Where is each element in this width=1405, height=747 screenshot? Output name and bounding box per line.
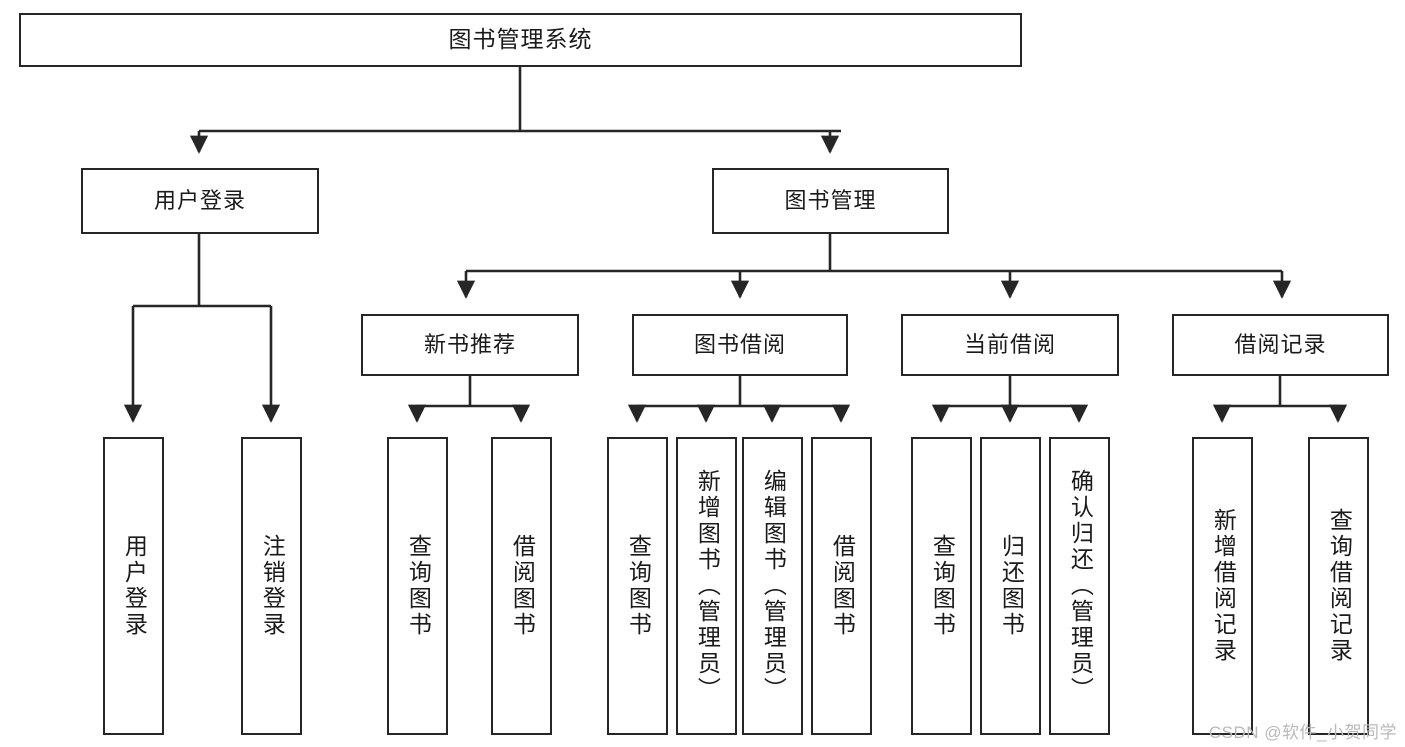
leaf-query-borrow-record[interactable]: 查询借阅记录 — [1308, 437, 1369, 735]
node-new-book-recommend[interactable]: 新书推荐 — [361, 314, 579, 376]
node-label: 注销登录 — [259, 534, 286, 638]
node-label: 查询图书 — [625, 534, 652, 638]
node-book-management[interactable]: 图书管理 — [712, 168, 949, 234]
node-user-login[interactable]: 用户登录 — [81, 168, 319, 234]
node-label: 借阅记录 — [1234, 331, 1327, 357]
node-label: 新书推荐 — [423, 331, 516, 357]
leaf-logout-login[interactable]: 注销登录 — [241, 437, 302, 735]
node-label: 查询借阅记录 — [1326, 508, 1353, 664]
leaf-add-borrow-record[interactable]: 新增借阅记录 — [1192, 437, 1253, 735]
leaf-edit-book-admin[interactable]: 编辑图书（管理员） — [742, 437, 803, 735]
node-label: 借阅图书 — [509, 534, 536, 638]
leaf-query-book-3[interactable]: 查询图书 — [911, 437, 972, 735]
leaf-return-book[interactable]: 归还图书 — [980, 437, 1041, 735]
node-label: 图书借阅 — [693, 331, 786, 357]
leaf-query-book-1[interactable]: 查询图书 — [387, 437, 448, 735]
node-root-book-management-system[interactable]: 图书管理系统 — [19, 13, 1022, 67]
node-label: 用户登录 — [153, 187, 246, 213]
node-label: 图书管理 — [784, 187, 877, 213]
leaf-user-login[interactable]: 用户登录 — [103, 437, 164, 735]
node-label: 当前借阅 — [963, 331, 1056, 357]
leaf-borrow-book-1[interactable]: 借阅图书 — [491, 437, 552, 735]
node-label: 查询图书 — [405, 534, 432, 638]
node-label: 编辑图书（管理员） — [760, 469, 787, 703]
leaf-confirm-return-admin[interactable]: 确认归还（管理员） — [1049, 437, 1110, 735]
leaf-borrow-book-2[interactable]: 借阅图书 — [811, 437, 872, 735]
node-label: 确认归还（管理员） — [1067, 469, 1094, 703]
node-borrow-record[interactable]: 借阅记录 — [1172, 314, 1389, 376]
node-label: 查询图书 — [929, 534, 956, 638]
node-current-borrow[interactable]: 当前借阅 — [901, 314, 1119, 376]
node-label: 图书管理系统 — [448, 26, 593, 53]
node-book-borrow[interactable]: 图书借阅 — [632, 314, 848, 376]
node-label: 用户登录 — [121, 534, 148, 638]
watermark-text: CSDN @软件_小贺同学 — [1208, 723, 1397, 742]
node-label: 归还图书 — [998, 534, 1025, 638]
node-label: 借阅图书 — [829, 534, 856, 638]
leaf-query-book-2[interactable]: 查询图书 — [607, 437, 668, 735]
node-label: 新增借阅记录 — [1210, 508, 1237, 664]
node-label: 新增图书（管理员） — [694, 469, 721, 703]
leaf-add-book-admin[interactable]: 新增图书（管理员） — [676, 437, 737, 735]
